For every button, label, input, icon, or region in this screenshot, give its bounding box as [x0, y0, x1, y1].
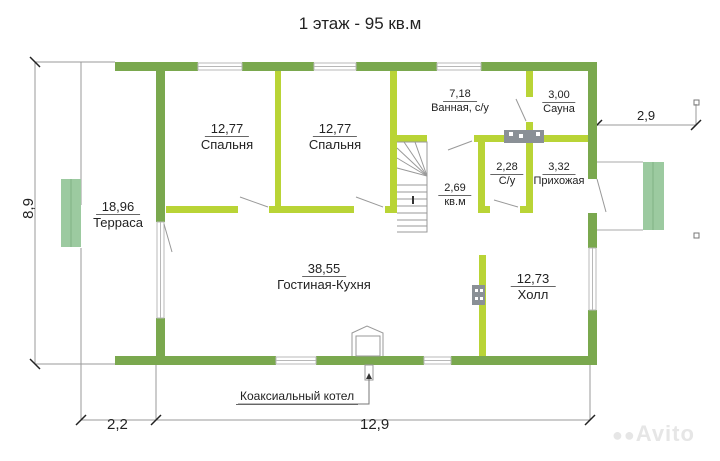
plan-title: 1 этаж - 95 кв.м: [298, 14, 422, 33]
room-label-bedroom-2: 12,77 Спальня: [308, 121, 362, 152]
window-glazing: [160, 66, 593, 361]
dimension-height: 8,9: [19, 198, 37, 219]
room-label-sauna: 3,00 Сауна: [542, 89, 576, 115]
marker-square: [693, 232, 700, 239]
dimension-porch-width: 2,9: [637, 108, 656, 123]
dimension-terrace-width: 2,2: [107, 416, 128, 433]
inner-walls: [166, 71, 588, 356]
windows: [156, 62, 597, 365]
room-label-terrace: 18,96 Терраса: [93, 199, 143, 230]
plumbing-block: [472, 130, 544, 305]
room-label-bathroom: 7,18 Ванная, с/у: [431, 88, 489, 114]
avito-logo-icon: ●●: [612, 425, 636, 445]
room-label-stair-hall: 2,69 кв.м: [438, 182, 472, 209]
staircase: [396, 141, 428, 233]
porch-steps: [597, 161, 664, 231]
room-label-wc: 2,28 С/у: [490, 161, 524, 188]
outer-walls: [115, 62, 597, 365]
dimension-ticks: [29, 56, 702, 426]
boiler-note: Коаксиальный котел: [236, 389, 359, 405]
room-label-bedroom-1: 12,77 Спальня: [200, 121, 254, 152]
door-swings: [163, 98, 607, 253]
dimension-width: 12,9: [360, 416, 390, 433]
room-label-living-kitchen: 38,55 Гостиная-Кухня: [277, 261, 371, 292]
room-label-hall: 12,73 Холл: [510, 271, 556, 302]
watermark: ●●Avito: [612, 421, 695, 446]
room-label-entrance-hall: 3,32 Прихожая: [533, 161, 585, 187]
boiler-arrow: [366, 373, 372, 379]
terrace-steps: [61, 179, 81, 247]
marker-square: [693, 99, 700, 106]
